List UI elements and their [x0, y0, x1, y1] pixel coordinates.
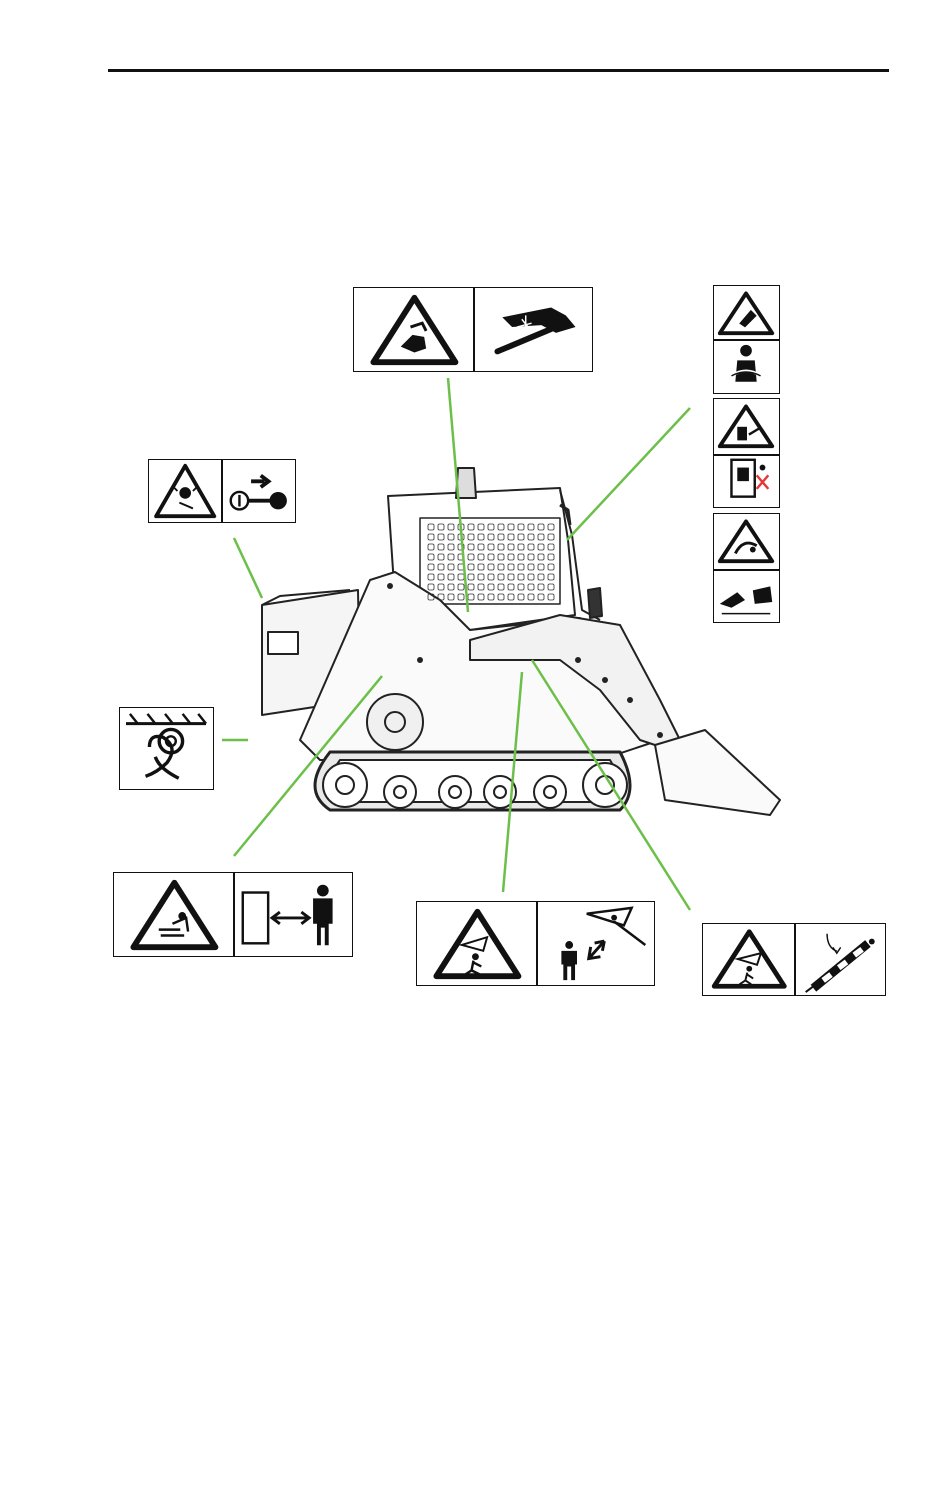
decal-runaway-operation: [713, 513, 780, 623]
seatbelt-icon: [731, 345, 760, 382]
rollover-warning-icon: [714, 286, 779, 393]
machine-operation-icon: [720, 586, 772, 613]
remove-key-icon: [231, 476, 287, 510]
cab-grille: [420, 518, 560, 604]
beacon: [456, 468, 476, 498]
engine-latch: [268, 632, 298, 654]
drive-sprocket: [367, 694, 423, 750]
runaway-warning-icon: [714, 514, 779, 622]
falling-bucket-warning-icon: [417, 902, 654, 985]
decal-lift-arm-exit: [713, 398, 780, 508]
battery-explosion-warning-icon: [149, 460, 295, 522]
decal-operator-seatbelt: [713, 285, 780, 394]
track-inner: [329, 760, 619, 802]
lift-arm-crush-warning-icon: [714, 399, 779, 507]
hydraulic-leak-hand-icon: [497, 308, 575, 352]
track-entanglement-warning-icon: [114, 873, 352, 956]
hand-crush-warning-icon: [354, 288, 592, 371]
no-exit-raised-icon: [731, 460, 768, 497]
lift-arm-support-icon: [806, 934, 875, 992]
bucket: [655, 730, 780, 815]
keep-distance-icon: [243, 885, 333, 946]
decal-battery-explosion-key: [148, 459, 296, 523]
decal-lift-arm-support: [702, 923, 886, 996]
tie-down-icon: [120, 708, 213, 789]
stay-clear-bucket-icon: [561, 908, 645, 980]
decal-bucket-crush: [416, 901, 655, 986]
decal-track-entanglement: [113, 872, 353, 957]
decal-crush-hand-injection: [353, 287, 593, 372]
mirror: [588, 588, 602, 618]
decal-tie-down-point: [119, 707, 214, 790]
lift-arm-fall-warning-icon: [703, 924, 885, 995]
